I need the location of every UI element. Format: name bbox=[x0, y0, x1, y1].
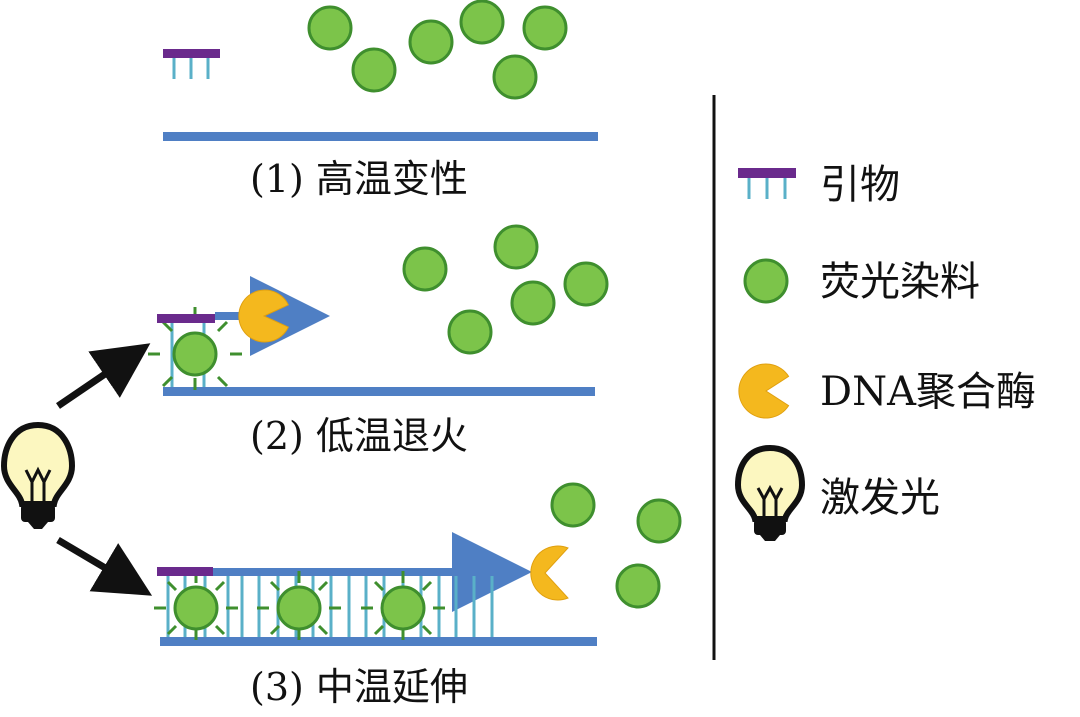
legend-label-dye: 荧光染料 bbox=[820, 259, 980, 305]
dye-icon bbox=[173, 585, 219, 631]
dna-template-strand bbox=[163, 387, 595, 396]
step3-panel bbox=[154, 482, 682, 646]
dye-icon bbox=[493, 224, 539, 270]
step1-caption: (1) 高温变性 bbox=[250, 157, 468, 201]
dye-icon bbox=[615, 563, 661, 609]
step1-panel bbox=[163, 0, 598, 141]
dye-icon bbox=[459, 0, 505, 45]
dye-icon bbox=[276, 585, 322, 631]
primer-icon bbox=[163, 49, 220, 79]
dna-polymerase-icon bbox=[530, 545, 569, 601]
dye-icon bbox=[380, 585, 426, 631]
light-bulb-icon bbox=[734, 444, 806, 541]
fluorescent-dye-icon bbox=[743, 258, 789, 304]
legend-label-light: 激发光 bbox=[820, 475, 940, 521]
dna-template-strand bbox=[160, 637, 597, 646]
primer-icon bbox=[738, 168, 796, 199]
dye-icon bbox=[636, 498, 682, 544]
dye-icon bbox=[172, 331, 218, 377]
dye-icon bbox=[447, 309, 493, 355]
dna-polymerase-icon bbox=[238, 289, 289, 343]
legend-icons bbox=[734, 168, 806, 541]
legend-label-polymerase: DNA聚合酶 bbox=[820, 369, 1036, 415]
dye-icon bbox=[550, 482, 596, 528]
step3-caption: (3) 中温延伸 bbox=[250, 665, 468, 709]
dye-icon bbox=[402, 246, 448, 292]
step2-panel bbox=[148, 224, 609, 396]
dye-icon bbox=[522, 5, 568, 51]
dye-icon bbox=[307, 5, 353, 51]
step2-caption: (2) 低温退火 bbox=[250, 414, 468, 458]
dye-icon bbox=[510, 280, 556, 326]
dye-icon bbox=[492, 54, 538, 100]
dye-icon bbox=[408, 19, 454, 65]
dye-icon bbox=[351, 47, 397, 93]
arrow-to-step2 bbox=[56, 343, 151, 409]
legend-label-primer: 引物 bbox=[820, 162, 900, 208]
light-bulb-icon bbox=[0, 421, 76, 529]
arrow-to-step3 bbox=[56, 536, 153, 596]
excitation-light bbox=[0, 343, 153, 596]
free-dye-group-1 bbox=[307, 0, 568, 100]
dna-polymerase-icon bbox=[738, 363, 790, 419]
primer-icon bbox=[157, 314, 215, 323]
free-dye-group-2 bbox=[402, 224, 609, 355]
primer-icon bbox=[157, 567, 213, 576]
dna-template-strand bbox=[163, 132, 598, 141]
free-dye-group-3 bbox=[550, 482, 682, 609]
dye-icon bbox=[563, 261, 609, 307]
bound-dye-glow bbox=[154, 571, 445, 640]
